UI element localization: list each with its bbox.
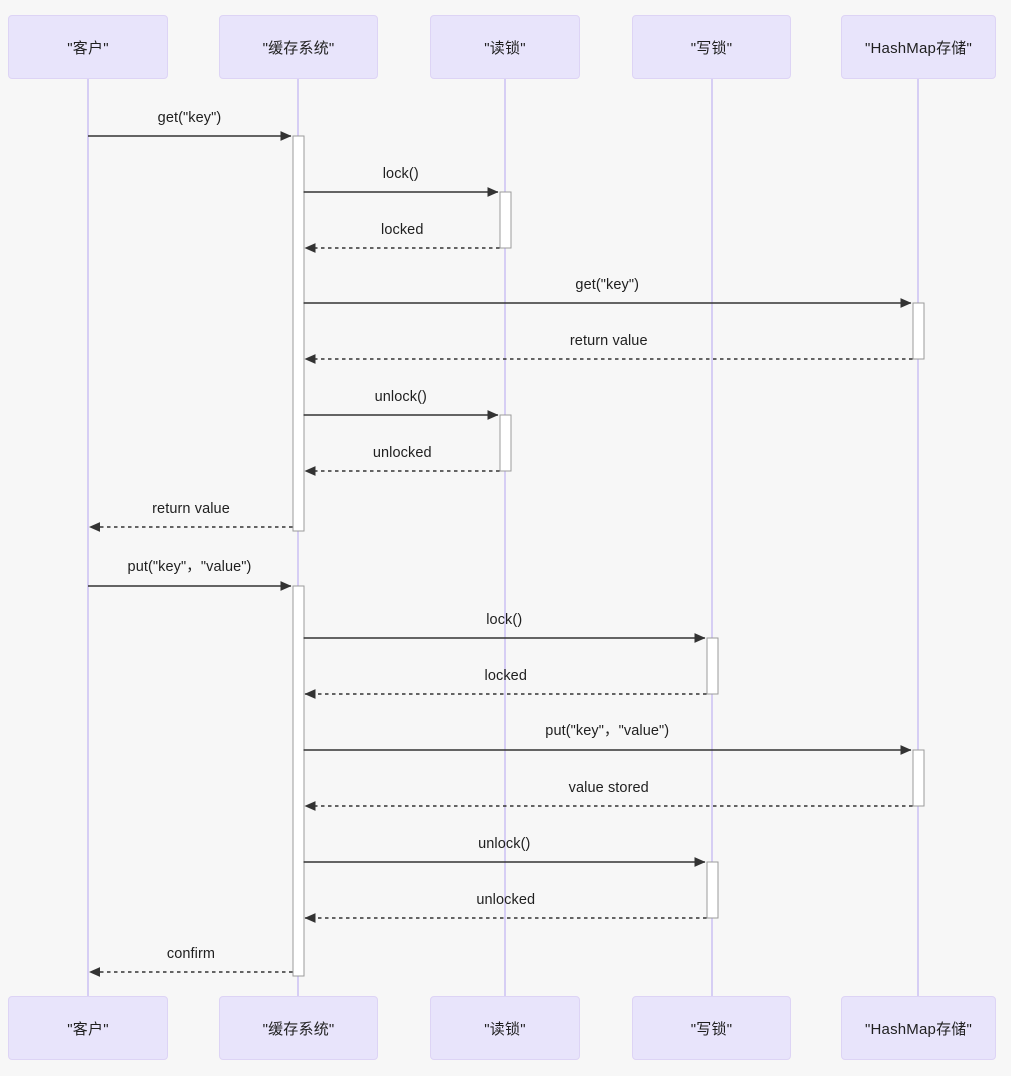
participant-footer-storage[interactable]: "HashMap存储": [841, 996, 996, 1060]
participant-header-storage[interactable]: "HashMap存储": [841, 15, 996, 79]
participant-label-cache: "缓存系统": [262, 1020, 335, 1038]
participant-label-client: "客户": [67, 39, 109, 57]
message-label: unlocked: [372, 445, 432, 461]
activation-bar-storage: [912, 302, 925, 360]
participant-label-cache: "缓存系统": [262, 39, 335, 57]
activation-bar-readlock: [499, 414, 512, 472]
message-label: unlocked: [476, 892, 536, 908]
participant-label-client: "客户": [67, 1020, 109, 1038]
message-label: confirm: [166, 946, 216, 962]
activation-bar-readlock: [499, 191, 512, 249]
participant-header-cache[interactable]: "缓存系统": [219, 15, 378, 79]
message-label: put("key"，"value"): [127, 559, 252, 575]
message-label: locked: [380, 222, 424, 238]
participant-footer-writelock[interactable]: "写锁": [632, 996, 791, 1060]
participant-header-client[interactable]: "客户": [8, 15, 168, 79]
activation-bar-storage: [912, 749, 925, 807]
participant-label-readlock: "读锁": [484, 1020, 526, 1038]
activation-bar-writelock: [706, 861, 719, 919]
activation-bar-writelock: [706, 637, 719, 695]
message-label: put("key"，"value"): [545, 723, 670, 739]
message-label: return value: [152, 501, 230, 517]
participant-label-writelock: "写锁": [690, 1020, 733, 1038]
activation-bars-group: [292, 135, 925, 977]
message-label: get("key"): [157, 110, 222, 126]
message-label: get("key"): [575, 277, 640, 293]
message-label: locked: [484, 668, 528, 684]
participant-label-readlock: "读锁": [484, 39, 526, 57]
participant-label-storage: "HashMap存储": [864, 39, 973, 57]
message-label: lock(): [382, 166, 419, 182]
message-label: lock(): [486, 612, 523, 628]
participant-footer-client[interactable]: "客户": [8, 996, 168, 1060]
message-label: unlock(): [374, 389, 427, 405]
message-label: return value: [569, 333, 648, 349]
participant-footer-readlock[interactable]: "读锁": [430, 996, 580, 1060]
participant-label-storage: "HashMap存储": [864, 1020, 973, 1038]
message-label: unlock(): [478, 836, 531, 852]
participant-header-readlock[interactable]: "读锁": [430, 15, 580, 79]
message-label: value stored: [568, 780, 649, 796]
activation-bar-cache: [292, 585, 305, 977]
participant-header-writelock[interactable]: "写锁": [632, 15, 791, 79]
participant-footer-cache[interactable]: "缓存系统": [219, 996, 378, 1060]
participant-label-writelock: "写锁": [690, 39, 733, 57]
activation-bar-cache: [292, 135, 305, 532]
message-arrows-group: [88, 131, 913, 977]
